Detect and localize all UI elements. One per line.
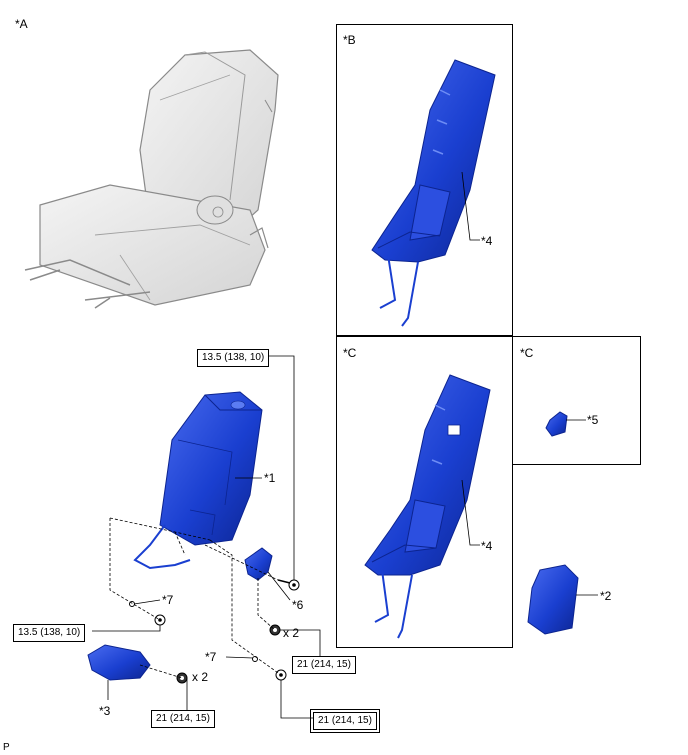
callout-part-4-b: *4 — [481, 234, 493, 248]
corner-mark: P — [3, 742, 10, 753]
nut-middle — [269, 624, 281, 636]
torque-spec-bottom-right: 21 (214, 15) — [310, 709, 380, 733]
clip-part-5 — [545, 411, 568, 437]
callout-part-1: *1 — [264, 471, 276, 485]
quantity-middle: x 2 — [283, 626, 300, 640]
torque-spec-left: 13.5 (138, 10) — [13, 624, 86, 642]
view-label-b: *B — [343, 33, 356, 47]
view-label-c-side: *C — [520, 346, 534, 360]
callout-part-4-c: *4 — [481, 539, 493, 553]
callout-part-5: *5 — [587, 413, 599, 427]
cover-part-2 — [527, 564, 579, 635]
callout-part-3: *3 — [99, 704, 111, 718]
callout-part-6: *6 — [292, 598, 304, 612]
callout-part-2: *2 — [600, 589, 612, 603]
torque-spec-bottom-left: 21 (214, 15) — [151, 710, 215, 728]
torque-spec-middle: 21 (214, 15) — [292, 656, 356, 674]
view-label-a: *A — [15, 17, 28, 31]
view-frame-b — [336, 24, 513, 336]
view-frame-c-side — [512, 336, 641, 465]
bolt-bottom-left — [176, 672, 188, 684]
bracket-part-6 — [244, 547, 273, 581]
assembly-lines — [109, 517, 282, 679]
cover-part-3 — [87, 644, 151, 681]
view-frame-c-main — [336, 336, 513, 648]
trim-panel-c — [364, 374, 491, 639]
callout-part-7-right: *7 — [205, 650, 217, 664]
seat-illustration — [24, 49, 279, 309]
callout-part-7-left: *7 — [162, 593, 174, 607]
torque-spec-top: 13.5 (138, 10) — [197, 349, 270, 367]
leader-lines — [92, 171, 598, 719]
view-label-c-main: *C — [343, 346, 357, 360]
armrest-part-1 — [133, 391, 263, 570]
quantity-bottom: x 2 — [192, 670, 209, 684]
trim-panel-b — [371, 59, 496, 327]
